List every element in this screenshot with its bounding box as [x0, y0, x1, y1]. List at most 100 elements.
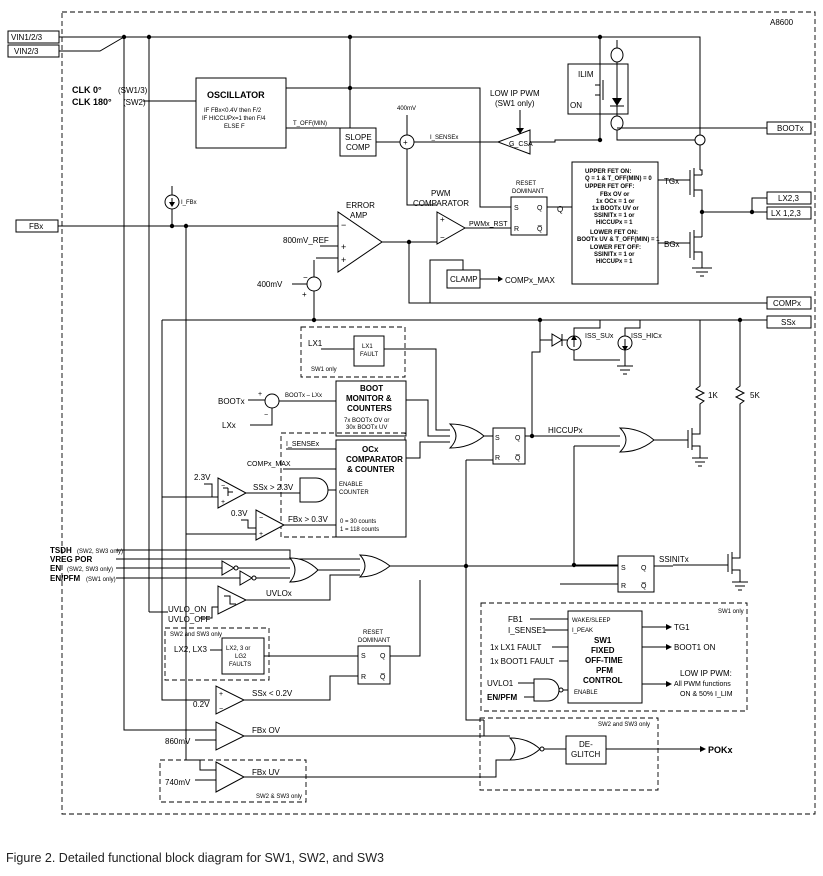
figure-caption: Figure 2. Detailed functional block diag…: [6, 851, 384, 865]
ssinit-latch: [617, 555, 655, 593]
lx1-note: SW1 only: [311, 367, 337, 373]
error-amp: [337, 211, 383, 273]
svg-text:& COUNTER: & COUNTER: [347, 465, 395, 474]
reset-dom-l1: RESET: [516, 181, 536, 187]
clamp-label: CLAMP: [450, 275, 478, 284]
lx123-pin: [766, 206, 812, 220]
svg-text:−: −: [303, 273, 308, 282]
svg-text:FAULT: FAULT: [360, 352, 379, 358]
svg-text:LOWER FET OFF:: LOWER FET OFF:: [590, 245, 641, 251]
v400-label: 400mV: [397, 106, 416, 112]
error-amp-l2: AMP: [350, 211, 367, 220]
en-label: EN: [50, 564, 61, 573]
ilim-label: ILIM: [578, 70, 594, 79]
lxx-input: LXx: [222, 421, 236, 430]
osc-line2: IF HICCUPx=1 then F/4: [202, 116, 266, 122]
clk180-label: CLK 180°: [72, 97, 112, 107]
sw1-isense1: I_SENSE1: [508, 626, 547, 635]
pok-label: POKx: [708, 745, 733, 755]
oscillator-title: OSCILLATOR: [207, 90, 265, 100]
svg-text:R: R: [514, 226, 519, 233]
svg-text:−: −: [440, 233, 445, 242]
svg-text:(SW1 only): (SW1 only): [86, 577, 116, 583]
svg-text:0 = 30 counts: 0 = 30 counts: [340, 519, 376, 525]
deglitch-note: SW2 and SW3 only: [598, 722, 650, 728]
sw1-enpfm: EN/PFM: [487, 693, 518, 702]
ilim-on-label: ON: [570, 101, 582, 110]
ss02-label: SSx < 0.2V: [252, 689, 293, 698]
fb-label: FBx: [29, 222, 43, 231]
svg-text:UPPER FET ON:: UPPER FET ON:: [585, 169, 631, 175]
fb03-v: 0.3V: [231, 509, 248, 518]
svg-text:R: R: [621, 583, 626, 590]
vref-label: 800mV_REF: [283, 236, 329, 245]
svg-text:I_PEAK: I_PEAK: [572, 628, 593, 634]
sw1-tg1: TG1: [674, 623, 690, 632]
sw1-fb1: FB1: [508, 615, 523, 624]
comp-label: COMPx: [773, 299, 801, 308]
uvlo-on: UVLO_ON: [168, 605, 206, 614]
svg-text:S: S: [361, 653, 366, 660]
svg-text:COMPARATOR: COMPARATOR: [346, 455, 403, 464]
ifb-label: I_FBx: [181, 200, 197, 206]
svg-text:1x BOOTx UV or: 1x BOOTx UV or: [592, 206, 639, 212]
pwm-l1: PWM: [431, 189, 451, 198]
svg-text:+: +: [403, 138, 408, 147]
fbuv-group: [159, 759, 307, 803]
tsdh-label: TSDH: [50, 546, 72, 555]
svg-text:SW1: SW1: [594, 636, 612, 645]
svg-text:S: S: [514, 205, 519, 212]
svg-text:MONITOR &: MONITOR &: [346, 394, 392, 403]
svg-text:−: −: [221, 483, 225, 490]
svg-text:ENABLE: ENABLE: [574, 690, 598, 696]
error-amp-l1: ERROR: [346, 201, 375, 210]
svg-text:CONTROL: CONTROL: [583, 676, 623, 685]
svg-text:Q: Q: [641, 565, 647, 572]
r5k-label: 5K: [750, 391, 760, 400]
tg-label: TGx: [664, 177, 679, 186]
ocx-isense: I_SENSEx: [286, 441, 320, 448]
pwm-latch: [510, 196, 548, 236]
lx23-fault-block: [221, 637, 265, 675]
hiccup-latch: [492, 427, 526, 465]
svg-text:+: +: [221, 499, 225, 506]
sw1-lowip1: LOW IP PWM:: [680, 669, 732, 678]
pwm-out: PWMx_RST: [469, 221, 508, 228]
svg-text:+: +: [341, 255, 346, 265]
svg-text:HICCUPx = 1: HICCUPx = 1: [596, 220, 633, 226]
ss23-v: 2.3V: [194, 473, 211, 482]
sw1-uvlo1: UVLO1: [487, 679, 514, 688]
vreg-label: VREG POR: [50, 555, 92, 564]
svg-text:COUNTERS: COUNTERS: [347, 404, 393, 413]
hiccup-label: HICCUPx: [548, 426, 583, 435]
svg-text:1 = 118 counts: 1 = 118 counts: [340, 527, 379, 533]
clamp-out: COMPx_MAX: [505, 276, 555, 285]
ss23-label: SSx > 2.3V: [253, 483, 294, 492]
boot-label: BOOTx: [777, 124, 804, 133]
slope-l2: COMP: [346, 143, 370, 152]
rd2-l1: RESET: [363, 630, 383, 636]
lx23-pins: LX2, LX3: [174, 645, 207, 654]
svg-text:FAULTS: FAULTS: [229, 662, 251, 668]
svg-text:Q = 1 & T_OFF(MIN) = 0: Q = 1 & T_OFF(MIN) = 0: [585, 176, 652, 182]
oscillator-block: [195, 77, 287, 149]
osc-line3: ELSE F: [224, 124, 245, 130]
svg-text:SSINITx = 1 or: SSINITx = 1 or: [594, 252, 635, 258]
svg-text:Q: Q: [515, 435, 521, 442]
svg-text:SSINITx = 1 or: SSINITx = 1 or: [594, 213, 635, 219]
ss02-v: 0.2V: [193, 700, 210, 709]
lx1-fault-block: [353, 335, 385, 367]
chip-boundary: [61, 11, 816, 815]
clk180-note: (SW2): [123, 98, 146, 107]
enpfm-label: EN/PFM: [50, 574, 81, 583]
svg-text:Q̅: Q̅: [380, 673, 386, 681]
sw1-pfm-group: [480, 602, 748, 712]
latch-q-out: Q: [557, 205, 563, 214]
svg-text:+: +: [302, 290, 307, 299]
svg-text:OCx: OCx: [362, 445, 379, 454]
svg-text:BOOT: BOOT: [360, 384, 383, 393]
sw1-boot1fault: 1x BOOT1 FAULT: [490, 657, 554, 666]
svg-text:LX2, 3 or: LX2, 3 or: [226, 646, 250, 652]
svg-text:ENABLE: ENABLE: [339, 482, 363, 488]
svg-text:GLITCH: GLITCH: [571, 750, 601, 759]
